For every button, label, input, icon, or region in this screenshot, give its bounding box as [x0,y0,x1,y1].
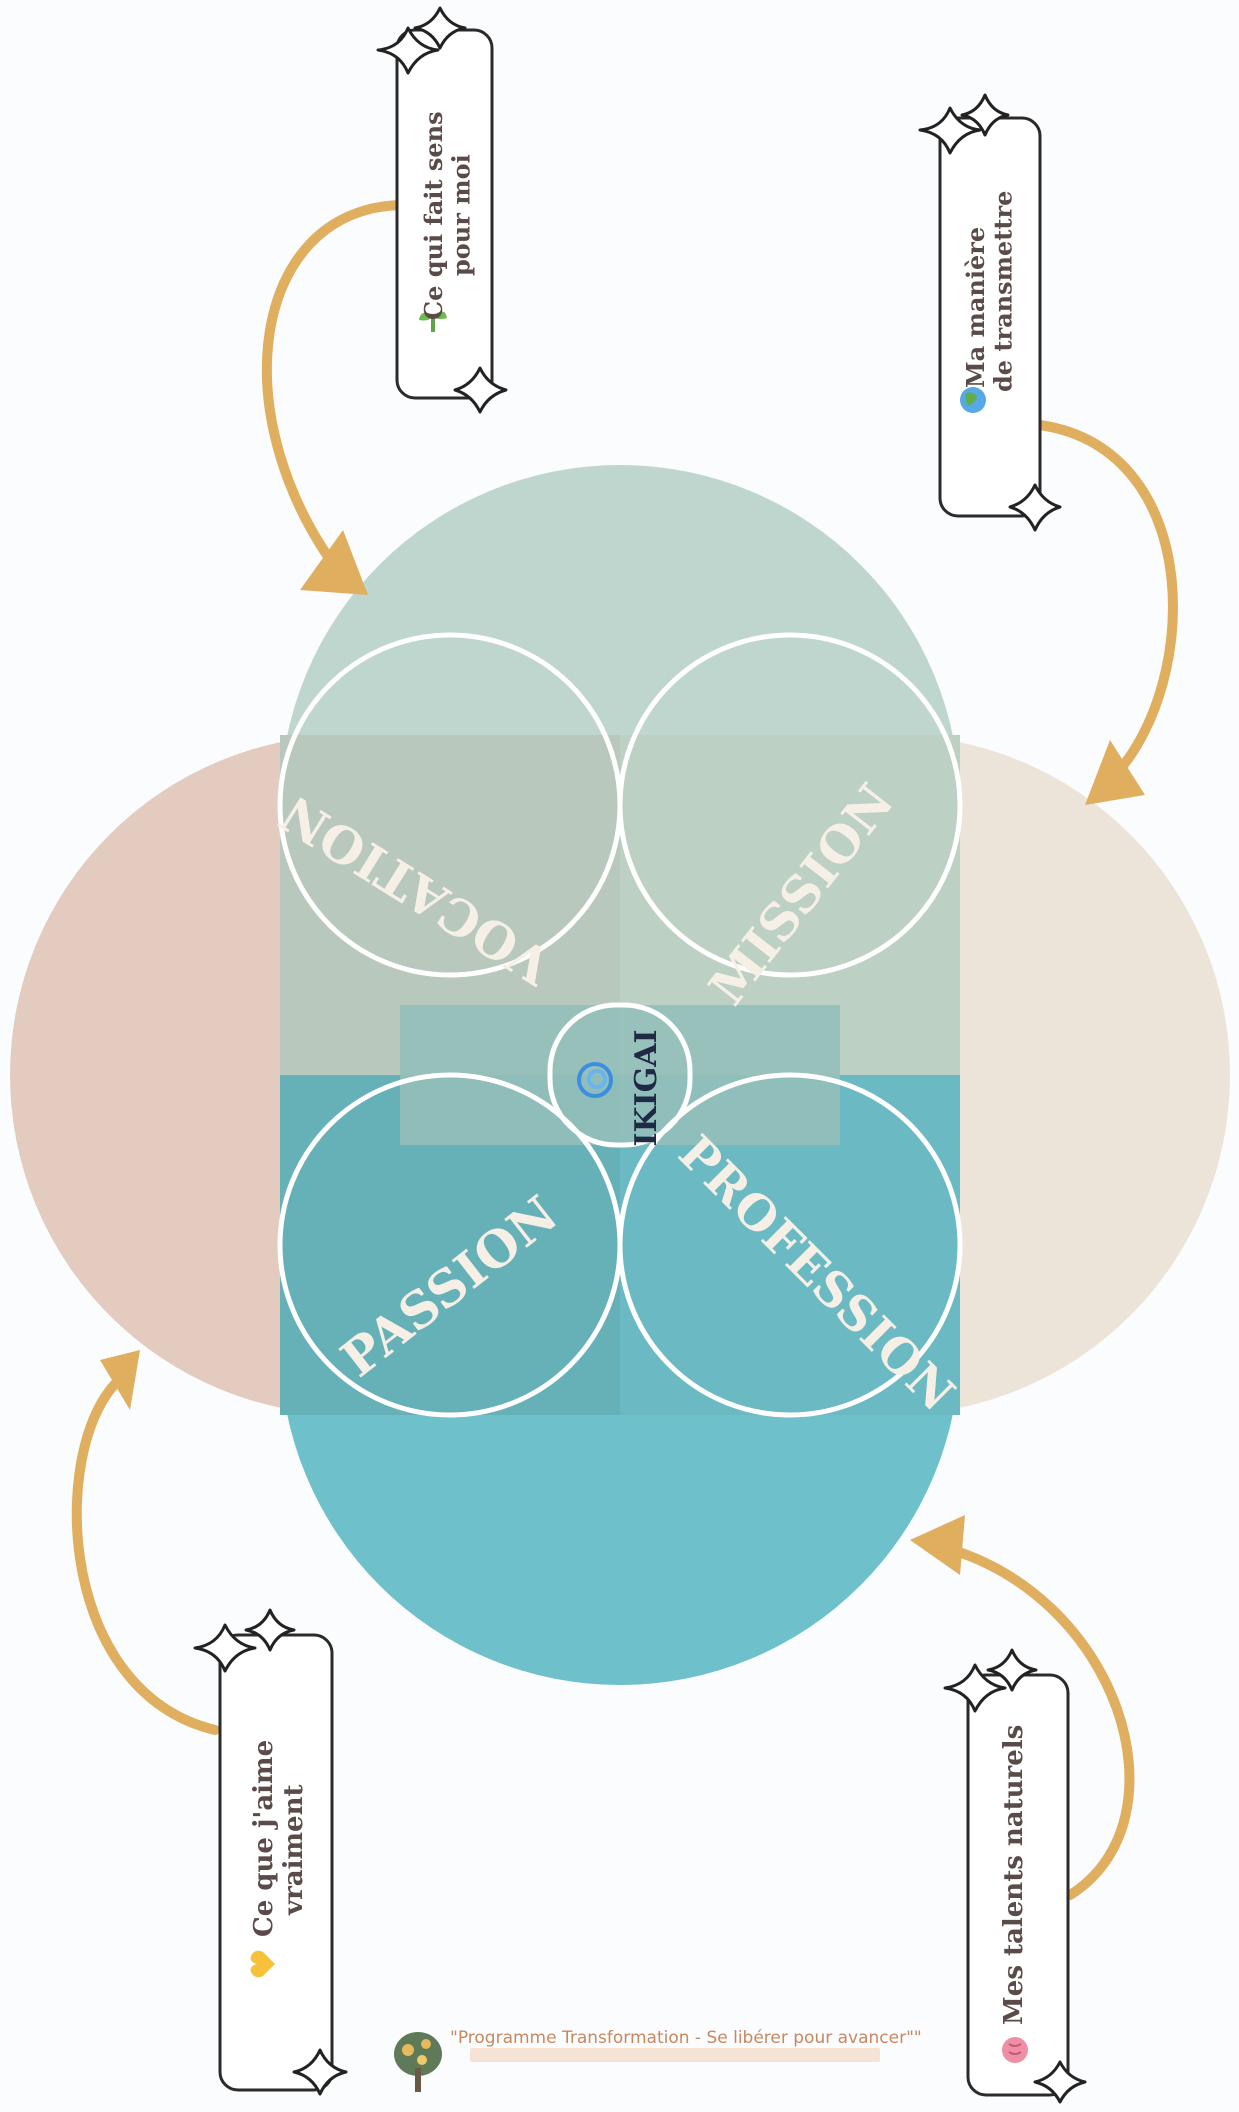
callout-aime-line1: Ce que j'aime [249,1739,279,1937]
callout-sens-line1: Ce qui fait sens [419,111,448,320]
arrow-aime [71,1370,220,1735]
passion-zone [280,1075,620,1415]
arrow-talents [930,1540,1135,1900]
sparkle-icon [1008,483,1062,532]
footer-highlight [470,2048,880,2062]
brain-icon [1002,2037,1028,2063]
sparkle-icon [960,93,1010,137]
arrow-sens-head [300,530,368,595]
callout-talents-label: Mes talents naturels [999,1724,1030,2025]
sparkle-icon [918,106,982,155]
arrow-talents-head [910,1515,965,1575]
callout-sens-line2: pour moi [446,154,476,277]
arrow-aime-head [100,1350,140,1410]
callout-talents-line1: Mes talents naturels [999,1724,1029,2025]
sparkle-icon [413,6,467,50]
sparkle-icon [453,366,508,414]
sprout-icon [419,311,447,332]
sparkle-icon [292,2048,348,2096]
profession-zone [620,1075,960,1415]
footer: "Programme Transformation - Se libérer p… [390,2026,950,2092]
sparkle-icon [376,26,440,75]
callout-transmettre-label: Ma manière de transmettre [961,190,1018,392]
callout-sens-label: Ce qui fait sens pour moi [419,98,476,333]
callout-aime-line2: vraiment [278,1784,309,1915]
globe-icon [960,387,986,413]
label-ikigai: IKIGAI [629,1029,664,1146]
spiral-icon [577,1062,613,1098]
sparkle-icon [986,1648,1038,1692]
ring-profession [617,1072,963,1418]
arrow-transmettre [1035,420,1178,790]
tree-logo [394,2032,442,2092]
sparkle-icon [943,1663,1007,1713]
arrow-sens [261,200,405,585]
sparkle-icon [244,1608,296,1652]
callout-transmettre-line2: de transmettre [988,190,1018,392]
callout-aime-label: Ce que j'aime vraiment [249,1739,310,1937]
ring-mission [617,632,963,978]
arrow-transmettre-head [1085,740,1145,805]
sparkle-icon [1033,2060,1087,2104]
footer-text: "Programme Transformation - Se libérer p… [450,2028,922,2048]
sparkle-icon [193,1623,257,1673]
callout-transmettre-line1: Ma manière [961,226,990,388]
ring-center [547,1002,693,1148]
mission-zone [620,735,960,1075]
heart-icon [250,1950,275,1978]
